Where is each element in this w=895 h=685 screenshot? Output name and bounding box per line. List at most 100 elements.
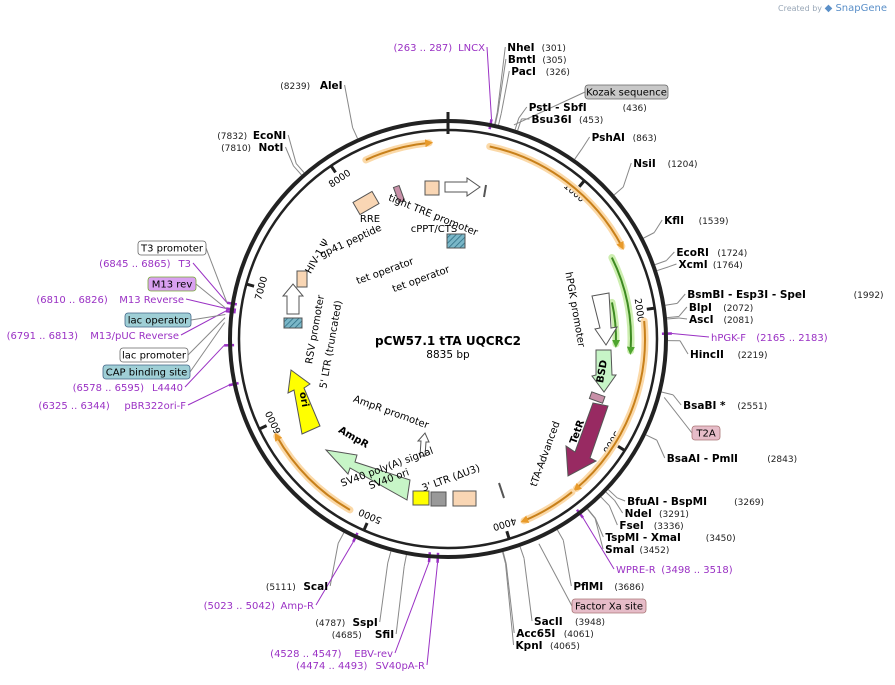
feature-tag-label: T3 promoter bbox=[140, 244, 204, 255]
enzyme-leader-line bbox=[678, 317, 688, 320]
feature-box-gp41 bbox=[392, 184, 406, 204]
enzyme-position: (436) bbox=[623, 104, 647, 114]
enzyme-leader-line bbox=[285, 146, 294, 167]
enzyme-label: BsaAI - PmlI bbox=[667, 453, 738, 465]
enzyme-label: NdeI bbox=[625, 508, 652, 520]
credit-prefix: Created by bbox=[778, 4, 823, 13]
primer-range: (4474 .. 4493) bbox=[296, 661, 368, 672]
primer-label: SV40pA-R bbox=[376, 661, 425, 672]
enzyme-label: PacI bbox=[511, 66, 536, 78]
feature-tag-box bbox=[147, 276, 197, 292]
green-arc-outer bbox=[610, 257, 635, 355]
feature-box-rre bbox=[352, 190, 380, 216]
inner-features bbox=[281, 177, 618, 507]
enzyme-leader-line bbox=[614, 500, 624, 514]
enzyme-leader-line bbox=[665, 251, 675, 261]
enzyme-site-mark bbox=[502, 551, 507, 564]
feature-tag-label: lac operator bbox=[128, 316, 189, 327]
enzyme-label: BmtI bbox=[508, 54, 536, 66]
primer-range: (6845 .. 6865) bbox=[99, 259, 171, 270]
enzyme-leader-line bbox=[656, 439, 666, 459]
enzyme-site-mark bbox=[665, 302, 678, 306]
enzyme-position: (4065) bbox=[550, 642, 580, 652]
enzyme-leader-line bbox=[594, 518, 604, 538]
promoter-arrow-rsv bbox=[281, 283, 305, 315]
enzyme-position: (2551) bbox=[737, 402, 767, 412]
enzyme-label: SspI bbox=[352, 617, 377, 629]
enzyme-position: (3948) bbox=[575, 618, 605, 628]
ruler-tick-label: 6000 bbox=[264, 409, 284, 436]
enzyme-leader-line bbox=[616, 497, 626, 502]
enzyme-leader-line bbox=[505, 563, 515, 646]
enzyme-position: (3269) bbox=[734, 498, 764, 508]
orange-arc-bottom-right-halo bbox=[520, 488, 576, 525]
arrow-label: BSD bbox=[595, 359, 610, 384]
primer-leader-line bbox=[192, 262, 228, 304]
ruler-tick-label: 8000 bbox=[327, 168, 353, 191]
primer-range: (263 .. 287) bbox=[393, 43, 452, 54]
feature-tag-label: T2A bbox=[695, 429, 715, 440]
orange-arc-top-left bbox=[365, 139, 434, 161]
ruler-tick bbox=[617, 444, 626, 452]
primer-label: pBR322ori-F bbox=[124, 401, 186, 412]
primer-label: EBV-rev bbox=[354, 649, 393, 660]
primer-label: L4440 bbox=[152, 383, 183, 394]
enzyme-site-mark bbox=[556, 529, 564, 541]
green-arc-inner bbox=[610, 302, 621, 348]
enzyme-site-mark bbox=[494, 112, 499, 125]
enzyme-site-mark bbox=[502, 551, 507, 564]
enzyme-position: (863) bbox=[633, 134, 657, 144]
enzyme-position: (1539) bbox=[699, 217, 729, 227]
primer-leader-line bbox=[394, 562, 430, 654]
enzyme-position: (3686) bbox=[614, 583, 644, 593]
enzyme-leader-line bbox=[344, 84, 354, 128]
feature-box-sv40-ori bbox=[412, 490, 430, 506]
box-leader-line bbox=[189, 322, 226, 373]
feature-box-t2a bbox=[588, 391, 606, 404]
plasmid-length: 8835 bp bbox=[426, 349, 470, 361]
ruler-tick bbox=[646, 306, 655, 311]
feature-arrow-ampr bbox=[324, 449, 411, 501]
enzyme-label: EcoNI bbox=[253, 130, 286, 142]
enzyme-label: KflI bbox=[664, 215, 684, 227]
primer-range: (6791 .. 6813) bbox=[7, 331, 79, 342]
ruler-tick-label: 7000 bbox=[253, 275, 270, 301]
primer-leader-line bbox=[671, 332, 710, 338]
enzyme-label: BfuAI - BspMI bbox=[627, 496, 707, 508]
enzyme-position: (2072) bbox=[723, 304, 753, 314]
enzyme-site-mark bbox=[654, 260, 667, 266]
feature-tag-box bbox=[119, 347, 189, 363]
enzyme-leader-line bbox=[496, 46, 506, 113]
enzyme-position: (2081) bbox=[723, 316, 753, 326]
enzyme-site-mark bbox=[295, 163, 305, 173]
center-title: pCW57.1 tTA UQCRC2 8835 bp bbox=[375, 334, 521, 361]
enzyme-label: KpnI bbox=[516, 640, 543, 652]
enzyme-position: (4787) bbox=[315, 619, 345, 629]
ruler-tick bbox=[505, 530, 511, 540]
primer-label: M13/pUC Reverse bbox=[90, 331, 179, 342]
primer-leader-line bbox=[180, 310, 226, 336]
ltr-mark bbox=[498, 482, 505, 499]
feature-box-sv40-polya bbox=[430, 491, 447, 507]
enzyme-site-mark bbox=[352, 127, 358, 139]
enzyme-label: PflMI bbox=[573, 581, 603, 593]
enzyme-position: (5111) bbox=[266, 583, 296, 593]
primer-label: WPRE-R bbox=[616, 565, 656, 576]
enzyme-site-mark bbox=[643, 232, 655, 239]
promoter-arrow-hpgk bbox=[591, 292, 618, 346]
box-leader-line bbox=[538, 543, 573, 607]
feature-tag-label: CAP binding site bbox=[106, 368, 188, 379]
enzyme-site-mark bbox=[403, 554, 407, 567]
orange-arc-bottom-right bbox=[520, 491, 573, 523]
primer-label: M13 Reverse bbox=[119, 295, 184, 306]
primer-leader-line bbox=[486, 46, 493, 120]
enzyme-site-mark bbox=[656, 266, 669, 272]
enzyme-position: (3291) bbox=[659, 510, 689, 520]
enzyme-site-mark bbox=[519, 546, 525, 559]
feature-arrow-bsd bbox=[591, 349, 617, 393]
enzyme-site-mark bbox=[337, 532, 345, 544]
enzyme-position: (3450) bbox=[706, 534, 736, 544]
primer-leader-line bbox=[185, 298, 227, 310]
enzyme-label: Bsu36I bbox=[531, 114, 571, 126]
ruler-tick-label: 5000 bbox=[357, 506, 384, 526]
